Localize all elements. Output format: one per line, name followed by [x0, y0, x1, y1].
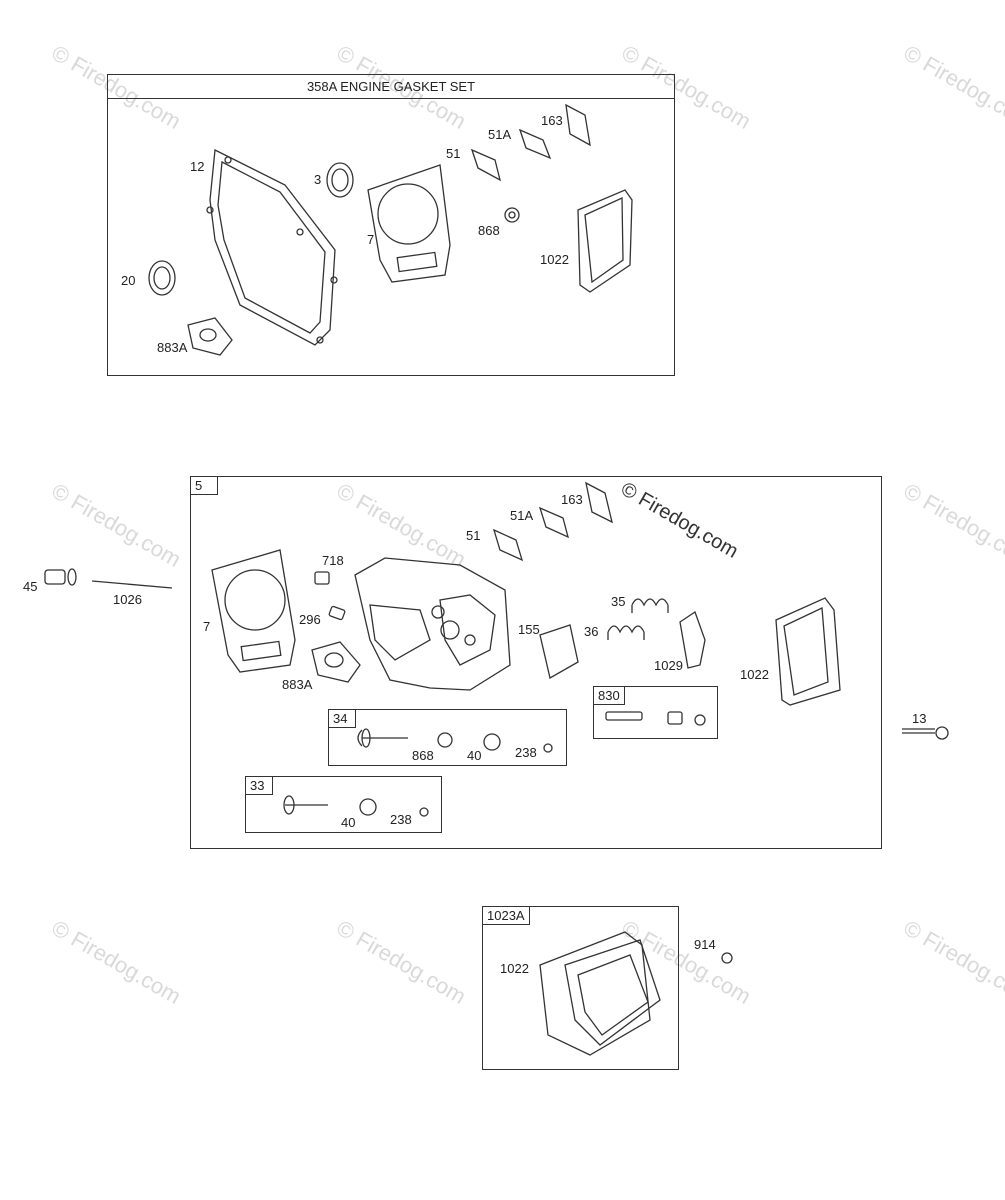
rocker-1029-shape — [679, 610, 706, 669]
callout-163: 163 — [561, 492, 583, 507]
cylinder-head-shape — [354, 557, 511, 691]
gasket-set-title: 358A ENGINE GASKET SET — [306, 79, 476, 94]
callout-1022: 1022 — [500, 961, 529, 976]
head-assembly-tag: 5 — [191, 477, 218, 495]
pushrod-1026-shape — [91, 580, 173, 589]
callout-1026: 1026 — [113, 592, 142, 607]
gasket-51a-shape — [518, 128, 552, 160]
callout-914: 914 — [694, 937, 716, 952]
spring-35-shape — [631, 598, 669, 613]
gasket-set-title-bar — [107, 74, 675, 99]
valve-cover-tag: 1023A — [483, 907, 530, 925]
callout-1029: 1029 — [654, 658, 683, 673]
bolt-13-shape — [902, 728, 935, 734]
callout-35: 35 — [611, 594, 626, 609]
callout-20: 20 — [121, 273, 136, 288]
plate-155-shape — [539, 624, 579, 679]
valve-cover-box — [482, 906, 679, 1070]
callout-13: 13 — [912, 711, 927, 726]
callout-12: 12 — [190, 159, 205, 174]
spring-36-shape — [607, 625, 645, 640]
callout-238: 238 — [515, 745, 537, 760]
subassembly-34-tag: 34 — [329, 710, 356, 728]
callout-718: 718 — [322, 553, 344, 568]
callout-40: 40 — [467, 748, 482, 763]
callout-51a: 51A — [510, 508, 534, 523]
cover-gasket-shape — [577, 189, 633, 293]
callout-7: 7 — [367, 232, 375, 247]
callout-7: 7 — [203, 619, 211, 634]
callout-40: 40 — [341, 815, 356, 830]
gasket-51-shape — [470, 148, 501, 182]
callout-868: 868 — [412, 748, 434, 763]
oil-seal-shape — [326, 162, 354, 198]
subassembly-33-box — [245, 776, 442, 833]
valve-cover-shape — [564, 939, 661, 1046]
callout-1022: 1022 — [740, 667, 769, 682]
callout-163: 163 — [541, 113, 563, 128]
callout-1022: 1022 — [540, 252, 569, 267]
callout-883a: 883A — [157, 340, 188, 355]
subassembly-34-box — [328, 709, 567, 766]
callout-51a: 51A — [488, 127, 512, 142]
head-assembly-box — [190, 476, 882, 849]
gasket-set-box — [107, 74, 675, 376]
seal-20-shape — [148, 260, 176, 296]
callout-51: 51 — [446, 146, 461, 161]
callout-155: 155 — [518, 622, 540, 637]
callout-45: 45 — [23, 579, 38, 594]
callout-883a: 883A — [282, 677, 313, 692]
callout-238: 238 — [390, 812, 412, 827]
callout-296: 296 — [299, 612, 321, 627]
valve-cover-gasket-shape — [539, 931, 651, 1056]
subassembly-33-tag: 33 — [246, 777, 273, 795]
crankcase-gasket-shape — [209, 148, 336, 346]
callout-868: 868 — [478, 223, 500, 238]
gasket-883a-shape — [187, 317, 233, 356]
callout-36: 36 — [584, 624, 599, 639]
gasket-163-shape — [565, 103, 591, 147]
callout-3: 3 — [314, 172, 322, 187]
subassembly-830-box — [593, 686, 718, 739]
head-gasket-shape — [367, 164, 451, 283]
washer-868-shape — [504, 207, 520, 223]
subassembly-830-tag: 830 — [594, 687, 625, 705]
callout-51: 51 — [466, 528, 481, 543]
